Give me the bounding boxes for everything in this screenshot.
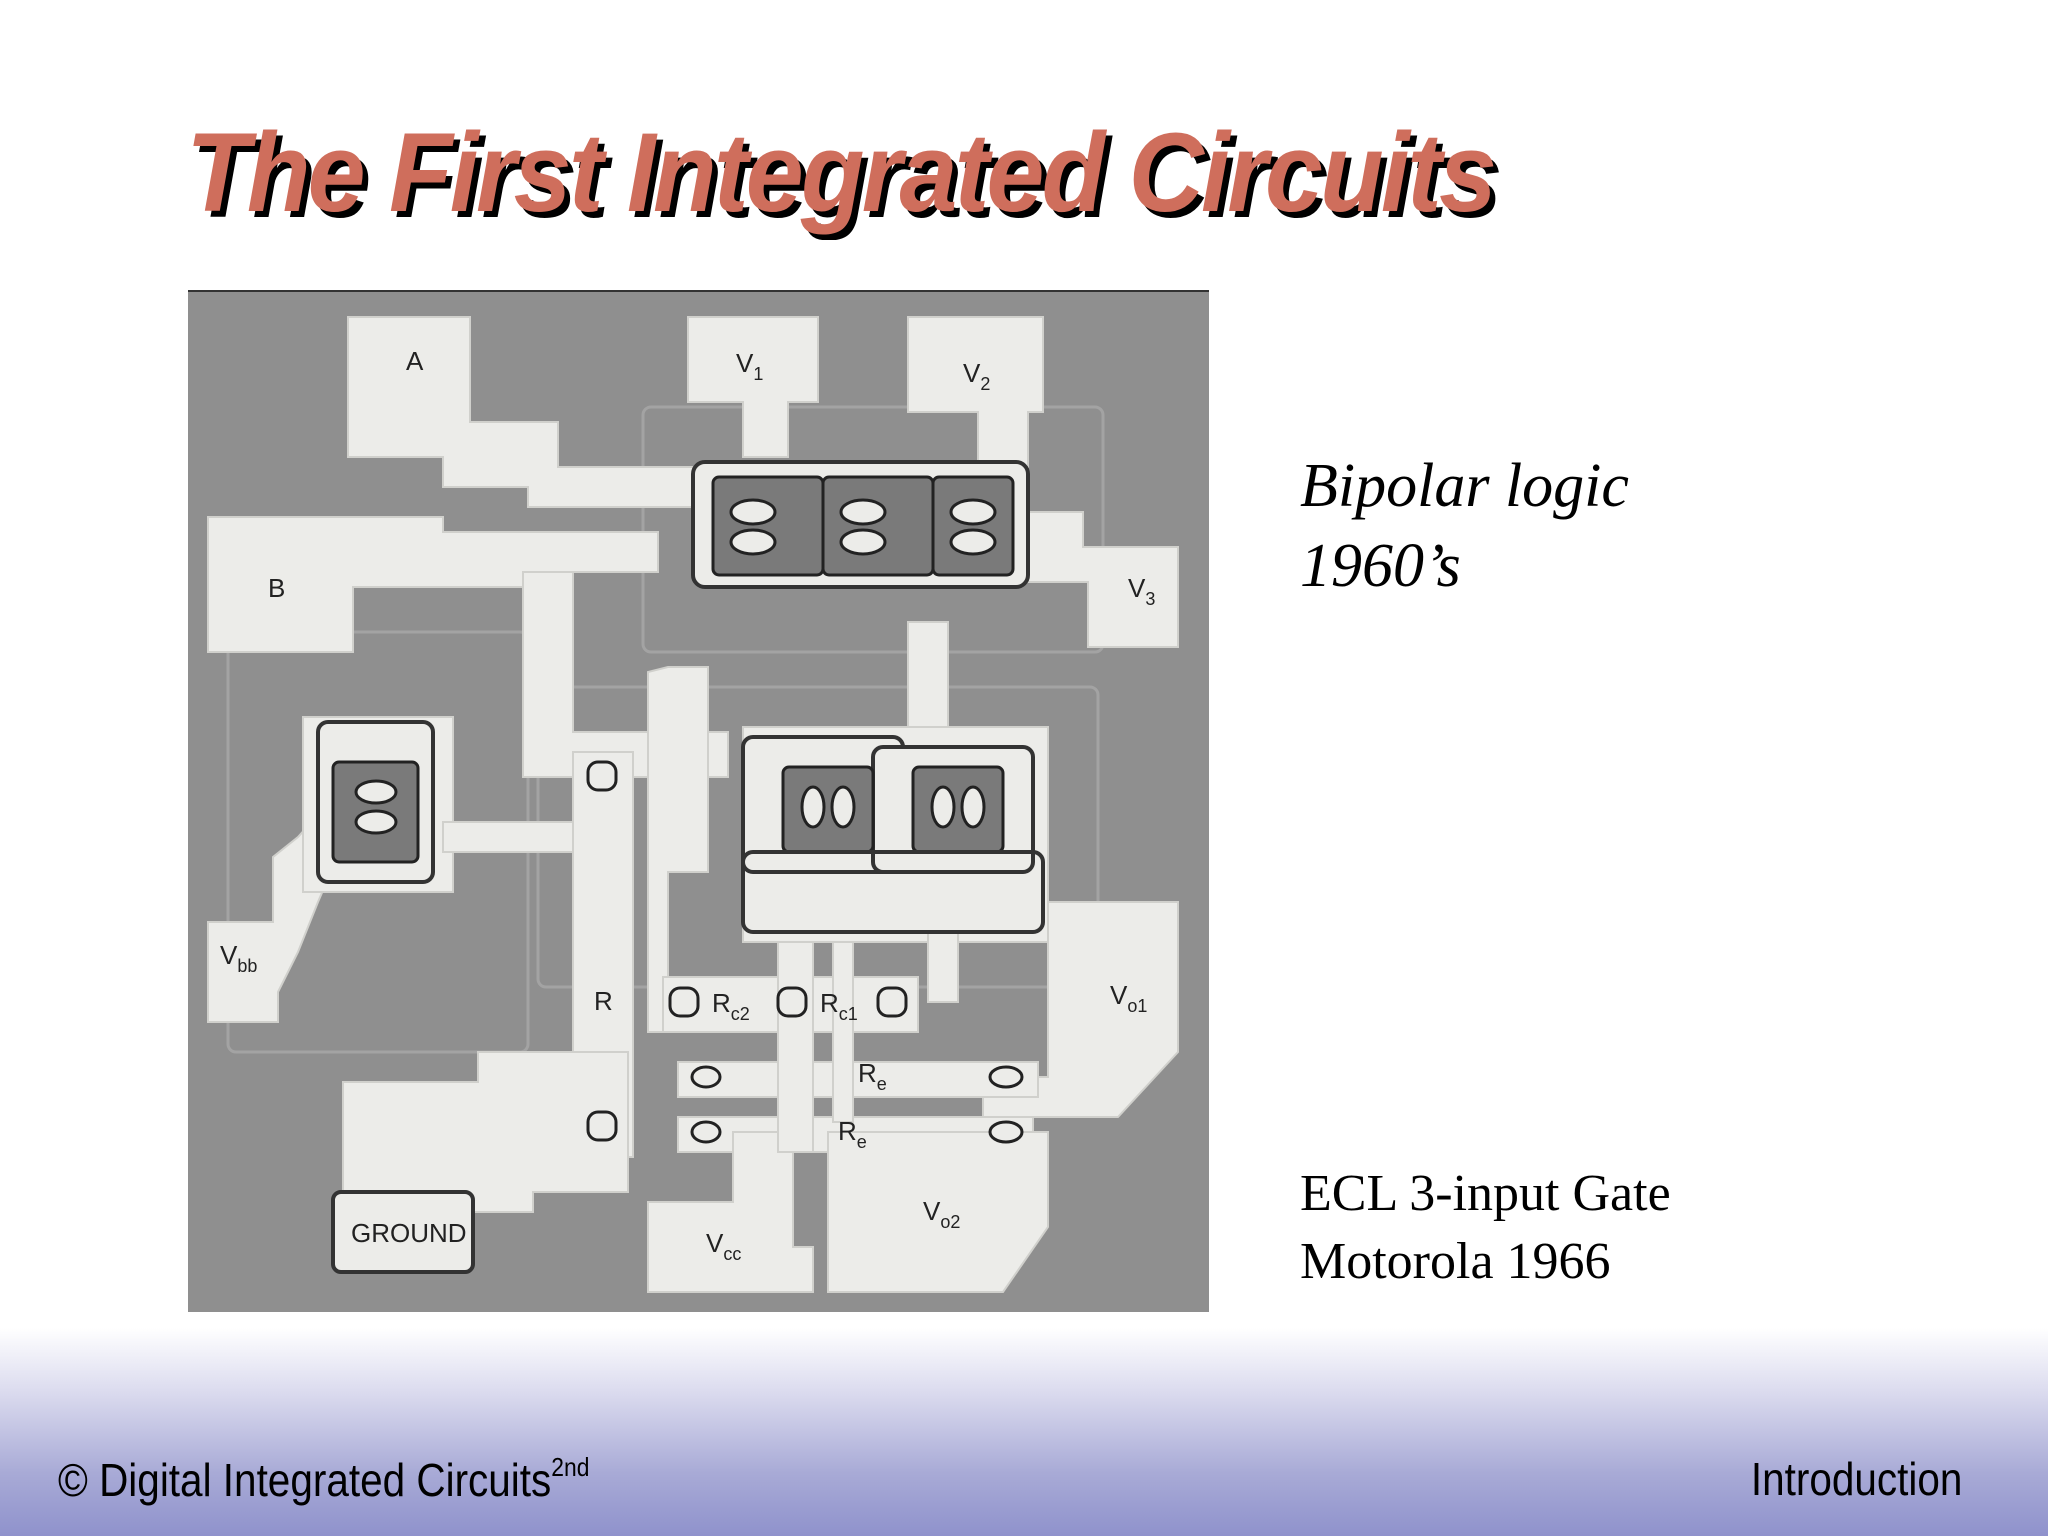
era-line-2: 1960’s bbox=[1300, 532, 1461, 600]
era-line-1: Bipolar logic bbox=[1300, 452, 1629, 520]
label-vo1: Vo1 bbox=[1110, 980, 1147, 1016]
label-vo2: Vo2 bbox=[923, 1196, 960, 1232]
label-b: B bbox=[268, 573, 285, 603]
label-ground: GROUND bbox=[351, 1218, 467, 1248]
label-r: R bbox=[594, 986, 613, 1016]
footer-band bbox=[0, 1328, 2048, 1536]
footer-edition: 2nd bbox=[551, 1452, 590, 1482]
footer-copyright: © Digital Integrated Circuits2nd bbox=[58, 1452, 589, 1507]
caption-line-1: ECL 3-input Gate bbox=[1300, 1165, 1671, 1222]
label-re1: Re bbox=[858, 1058, 887, 1094]
footer-section: Introduction bbox=[1750, 1453, 1962, 1505]
label-rc1: Rc1 bbox=[820, 988, 858, 1024]
chip-micrograph: A B V1 V2 V3 Vbb R Rc2 Rc1 Re Re Vo1 Vo2… bbox=[188, 290, 1209, 1312]
footer-copyright-text: © Digital Integrated Circuits bbox=[58, 1454, 552, 1506]
era-description: Bipolar logic 1960’s bbox=[1300, 446, 1629, 606]
image-caption: ECL 3-input Gate Motorola 1966 bbox=[1300, 1160, 1671, 1296]
label-vbb: Vbb bbox=[220, 940, 257, 976]
label-v2: V2 bbox=[963, 358, 990, 394]
caption-line-2: Motorola 1966 bbox=[1300, 1233, 1611, 1290]
slide-title: The First Integrated Circuits bbox=[186, 110, 1497, 235]
label-vcc: Vcc bbox=[706, 1228, 741, 1264]
label-re2: Re bbox=[838, 1116, 867, 1152]
label-v1: V1 bbox=[736, 348, 763, 384]
label-a: A bbox=[406, 346, 424, 376]
label-v3: V3 bbox=[1128, 573, 1155, 609]
label-rc2: Rc2 bbox=[712, 988, 750, 1024]
